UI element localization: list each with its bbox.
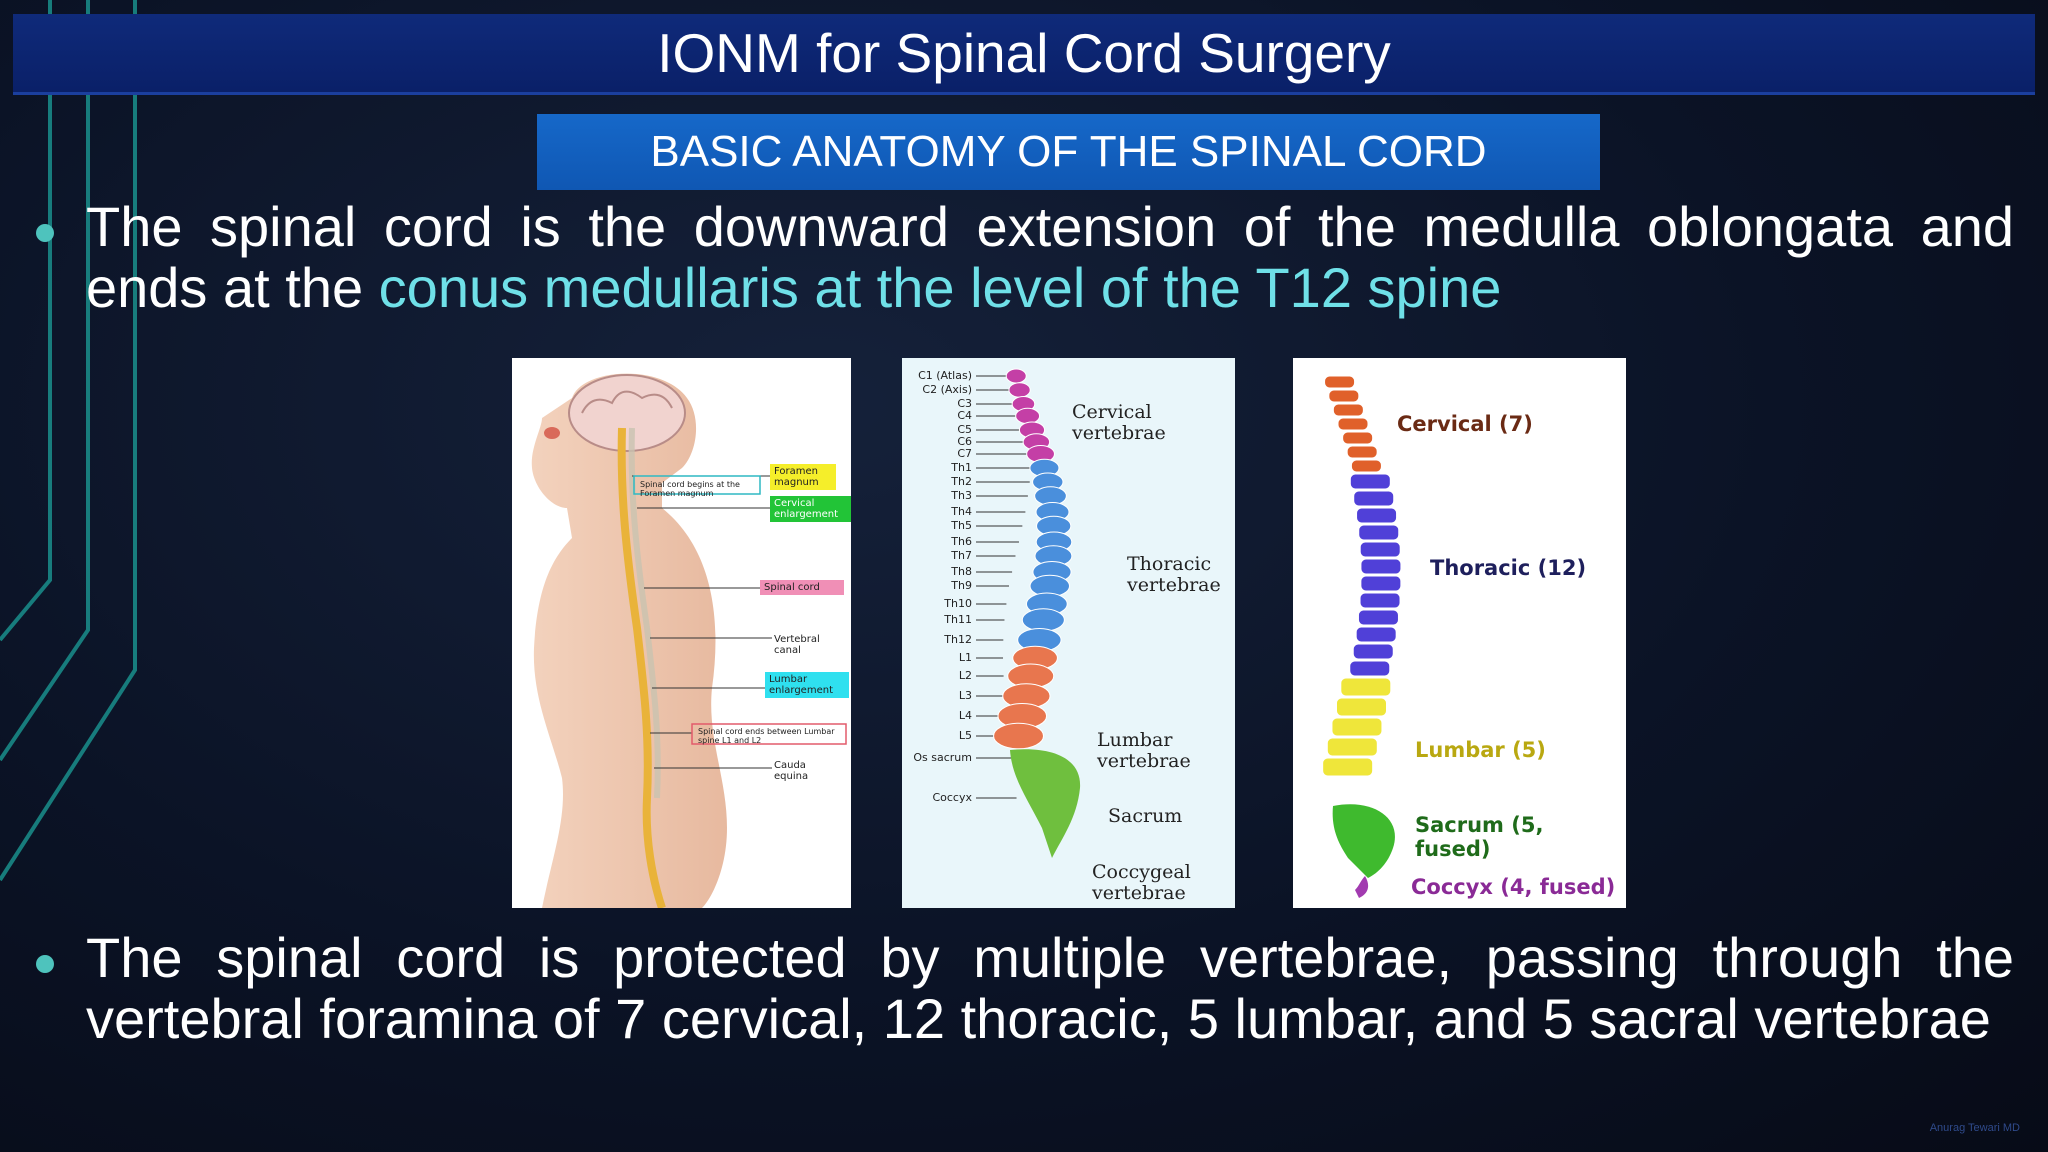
vertebra-level-label: Th9 <box>951 579 972 592</box>
label-foramen-magnum: Foramen magnum <box>770 464 836 490</box>
vertebra-level-label: Os sacrum <box>913 751 972 764</box>
vertebra-level-label: L5 <box>958 729 972 742</box>
vertebra-shape <box>1337 417 1369 431</box>
bullet-1-highlight: conus medullaris at the level of the T12… <box>378 256 1502 319</box>
vertebra-shape <box>1359 592 1401 609</box>
vertebra-shape <box>1352 643 1394 660</box>
figure-body-spinal-cord: Foramen magnum Spinal cord begins at the… <box>512 358 851 908</box>
vertebra-level-label: Th7 <box>951 549 972 562</box>
vertebra-level-label: L2 <box>958 669 972 682</box>
bullet-1-plain: The spinal cord is the downward extensio… <box>86 195 2014 319</box>
vertebra-shape <box>1342 431 1374 445</box>
vertebra-level-label: C2 (Axis) <box>922 383 972 396</box>
vertebra-shape <box>1331 717 1383 737</box>
vertebra-shape <box>1332 403 1364 417</box>
label-cervical-vertebrae: Cervical vertebrae <box>1072 401 1166 444</box>
bullet-dot <box>36 955 54 973</box>
vertebra-level-label: C5 <box>957 423 972 436</box>
vertebra-shape <box>1008 382 1031 398</box>
label-spinal-cord: Spinal cord <box>760 580 844 595</box>
label-sacrum-count: Sacrum (5, fused) <box>1415 813 1544 861</box>
vertebra-level-label: Th1 <box>951 461 972 474</box>
vertebra-shape <box>1005 368 1027 384</box>
slide-subtitle: BASIC ANATOMY OF THE SPINAL CORD <box>650 127 1487 176</box>
sacrum-shape <box>1010 749 1081 858</box>
figure-spine-regions: Cervical (7) Thoracic (12) Lumbar (5) Sa… <box>1293 358 1626 908</box>
vertebra-shape <box>1349 473 1391 490</box>
body-shape <box>531 373 727 908</box>
vertebra-level-label: Th4 <box>951 505 972 518</box>
vertebra-level-label: C7 <box>957 447 972 460</box>
vertebra-shape <box>1357 609 1399 626</box>
vertebra-shape <box>1328 389 1360 403</box>
bullet-1-text: The spinal cord is the downward extensio… <box>86 196 2014 318</box>
vertebra-shape <box>1358 524 1400 541</box>
vertebra-shape <box>993 722 1044 750</box>
vertebra-level-label: Th12 <box>944 633 972 646</box>
vertebra-shape <box>1360 558 1402 575</box>
vertebral-column-illustration <box>976 368 1081 858</box>
vertebra-shape <box>1353 490 1395 507</box>
vertebra-shape <box>1360 575 1402 592</box>
label-cervical-count: Cervical (7) <box>1397 412 1533 436</box>
subtitle-bar: BASIC ANATOMY OF THE SPINAL CORD <box>537 114 1600 190</box>
label-cauda-equina: Cauda equina <box>774 760 809 782</box>
brain-shape <box>568 374 686 452</box>
label-cervical-enlargement: Cervical enlargement <box>770 496 851 522</box>
vertebra-level-label: Th3 <box>951 489 972 502</box>
vertebra-level-label: Th2 <box>951 475 972 488</box>
label-lumbar-count: Lumbar (5) <box>1415 738 1546 762</box>
bullet-2: The spinal cord is protected by multiple… <box>28 927 2014 1049</box>
label-sacrum: Sacrum <box>1108 805 1183 827</box>
vertebra-shape <box>1350 459 1382 473</box>
label-cord-begins: Spinal cord begins at the Foramen magnum <box>640 480 740 498</box>
vertebra-level-label: C1 (Atlas) <box>918 369 972 382</box>
coccyx-shape <box>1355 876 1369 898</box>
vertebra-shape <box>1356 507 1398 524</box>
vertebra-level-label: L3 <box>958 689 972 702</box>
bullet-dot <box>36 224 54 242</box>
vertebra-level-label: C3 <box>957 397 972 410</box>
watermark: Anurag Tewari MD <box>1929 1122 2020 1134</box>
vertebra-shape <box>1349 660 1391 677</box>
label-vertebral-canal: Vertebral canal <box>774 634 820 656</box>
vertebra-level-label: Th10 <box>944 597 972 610</box>
bullet-1: The spinal cord is the downward extensio… <box>28 196 2014 318</box>
vertebra-level-label: Coccyx <box>932 791 972 804</box>
title-bar: IONM for Spinal Cord Surgery <box>13 14 2035 95</box>
label-coccyx-count: Coccyx (4, fused) <box>1411 875 1616 899</box>
vertebra-level-label: Th6 <box>951 535 972 548</box>
vertebra-shape <box>1324 375 1356 389</box>
vertebra-shape <box>1340 677 1392 697</box>
label-cord-ends: Spinal cord ends between Lumbar spine L1… <box>698 727 835 745</box>
vertebra-shape <box>1359 541 1401 558</box>
vertebra-shape <box>1346 445 1378 459</box>
vertebra-shape <box>1326 737 1378 757</box>
sacrum-shape <box>1332 804 1395 878</box>
vertebra-shape <box>1355 626 1397 643</box>
vertebra-level-label: Th11 <box>944 613 972 626</box>
label-thoracic-vertebrae: Thoracic vertebrae <box>1127 553 1221 596</box>
vertebra-level-label: L1 <box>958 651 972 664</box>
bullet-2-text: The spinal cord is protected by multiple… <box>86 926 2014 1050</box>
vertebra-shape <box>1015 407 1041 425</box>
vertebra-shape <box>1335 697 1387 717</box>
vertebra-level-label: C4 <box>957 409 972 422</box>
label-coccygeal-vertebrae: Coccygeal vertebrae <box>1092 861 1191 904</box>
colored-spine-illustration <box>1322 375 1402 898</box>
spinal-cord-shape <box>617 427 666 908</box>
vertebra-level-label: L4 <box>958 709 972 722</box>
vertebra-shape <box>1021 608 1065 632</box>
vertebra-level-label: Th5 <box>951 519 972 532</box>
label-lumbar-vertebrae: Lumbar vertebrae <box>1097 729 1191 772</box>
vertebra-shape <box>1322 757 1374 777</box>
vertebra-level-label: C6 <box>957 435 972 448</box>
label-thoracic-count: Thoracic (12) <box>1430 556 1587 580</box>
slide-title: IONM for Spinal Cord Surgery <box>657 22 1391 84</box>
label-lumbar-enlargement: Lumbar enlargement <box>765 672 849 698</box>
vertebra-level-label: Th8 <box>951 565 972 578</box>
body-illustration <box>531 373 847 908</box>
